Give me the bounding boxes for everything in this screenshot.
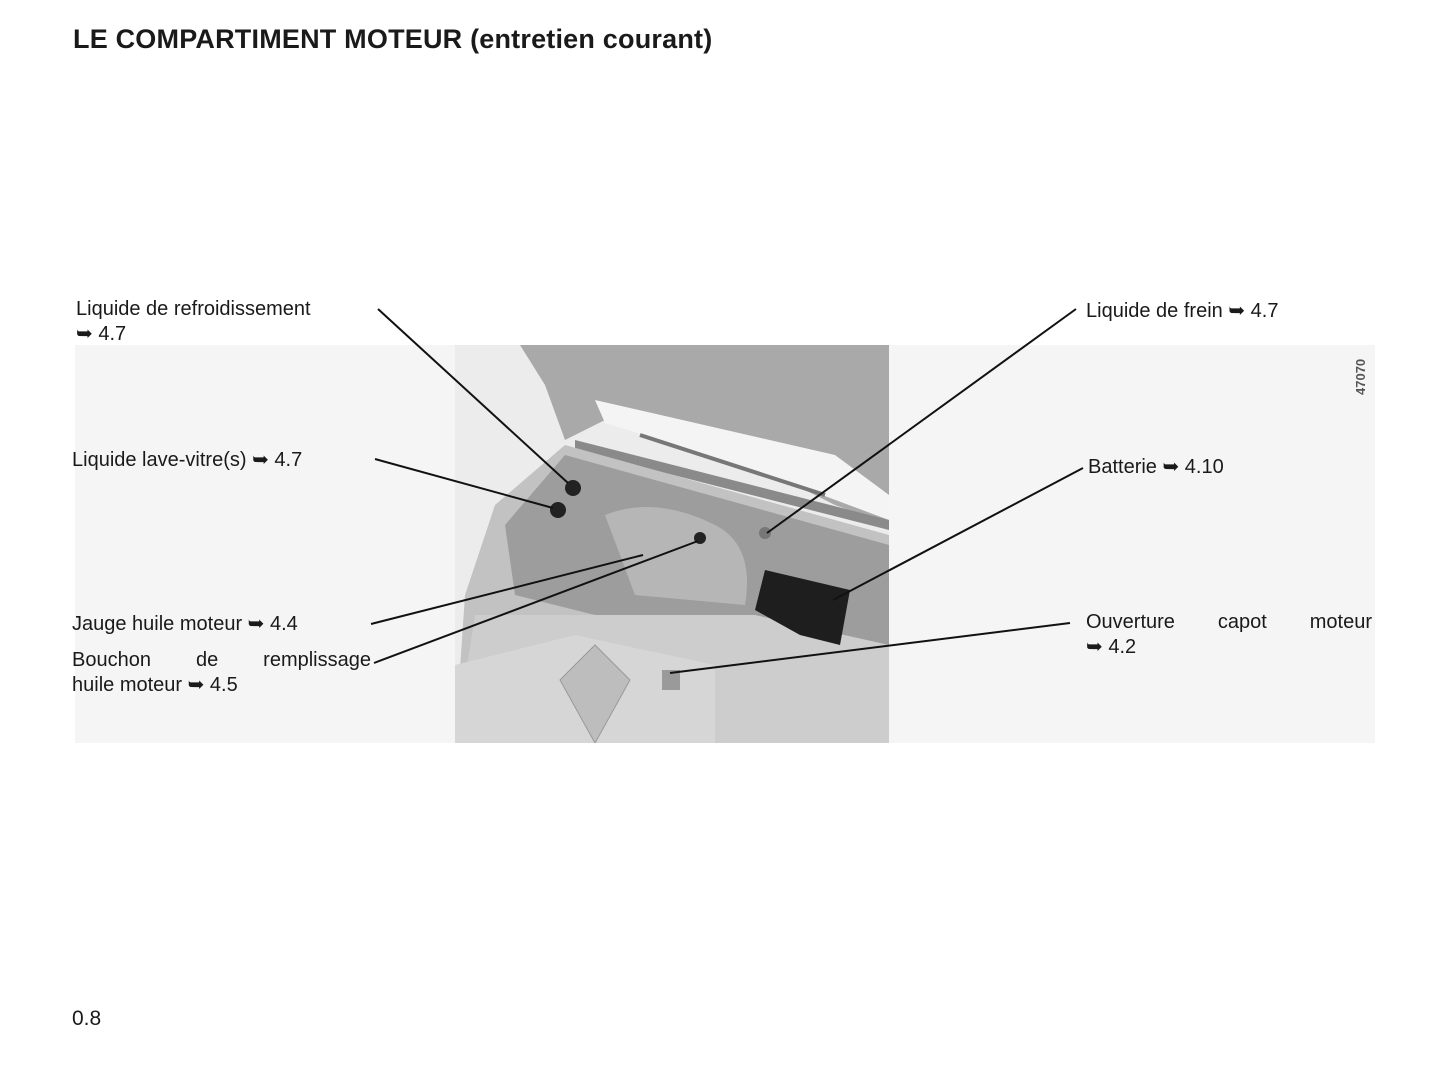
engine-compartment-illustration bbox=[455, 345, 889, 743]
label-coolant: Liquide de refroidissement ➥ 4.7 bbox=[76, 297, 311, 347]
leader-dipstick bbox=[370, 554, 644, 625]
leader-battery bbox=[832, 467, 1084, 601]
label-coolant-ref: ➥ 4.7 bbox=[76, 323, 127, 345]
leader-brake bbox=[766, 308, 1077, 534]
label-brake: Liquide de frein ➥ 4.7 bbox=[1086, 300, 1279, 322]
label-washer: Liquide lave-vitre(s) ➥ 4.7 bbox=[72, 449, 303, 471]
label-bonnet-line1: Ouverture capot moteur bbox=[1086, 611, 1372, 633]
leader-washer bbox=[374, 458, 554, 509]
label-oil-cap: Bouchon de remplissage huile moteur ➥ 4.… bbox=[72, 648, 371, 698]
label-oil-cap-line1: Bouchon de remplissage bbox=[72, 649, 371, 671]
label-battery: Batterie ➥ 4.10 bbox=[1088, 456, 1224, 478]
label-bonnet: Ouverture capot moteur ➥ 4.2 bbox=[1086, 610, 1372, 660]
label-coolant-text: Liquide de refroidissement bbox=[76, 298, 311, 320]
label-dipstick: Jauge huile moteur ➥ 4.4 bbox=[72, 613, 298, 635]
label-bonnet-line2: ➥ 4.2 bbox=[1086, 636, 1137, 658]
label-oil-cap-line2: huile moteur ➥ 4.5 bbox=[72, 674, 238, 696]
page-title: LE COMPARTIMENT MOTEUR (entretien couran… bbox=[73, 24, 713, 54]
leader-coolant bbox=[377, 308, 569, 484]
figure-reference-number: 47070 bbox=[1353, 358, 1368, 395]
leader-oil-cap bbox=[373, 540, 699, 664]
leader-bonnet bbox=[669, 622, 1071, 674]
page-number: 0.8 bbox=[72, 1007, 102, 1030]
